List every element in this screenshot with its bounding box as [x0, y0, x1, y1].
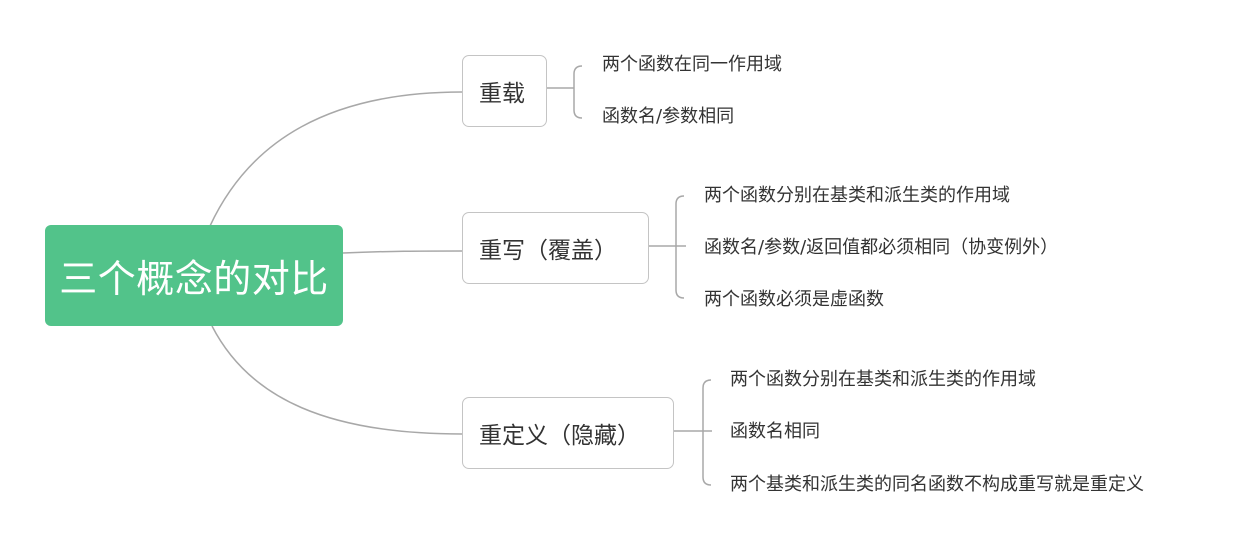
- branch-redefine[interactable]: 重定义（隐藏）: [462, 397, 674, 469]
- leaf-override-2: 函数名/参数/返回值都必须相同（协变例外）: [704, 237, 1059, 258]
- branch-overload-label: 重载: [479, 81, 525, 107]
- connector-root-to-redefine: [211, 325, 463, 435]
- leaf-override-3: 两个函数必须是虚函数: [704, 289, 884, 310]
- leaf-redefine-2: 函数名相同: [730, 421, 820, 442]
- connector-root-to-override: [342, 250, 463, 254]
- leaf-redefine-1: 两个函数分别在基类和派生类的作用域: [730, 369, 1036, 390]
- branch-override-label: 重写（覆盖）: [479, 238, 617, 264]
- branch-overload[interactable]: 重载: [462, 55, 547, 127]
- root-label: 三个概念的对比: [59, 257, 329, 301]
- connector-root-to-overload: [209, 91, 463, 227]
- branch-override[interactable]: 重写（覆盖）: [462, 212, 649, 284]
- leaf-redefine-3: 两个基类和派生类的同名函数不构成重写就是重定义: [730, 474, 1144, 495]
- leaf-overload-2: 函数名/参数相同: [602, 106, 735, 127]
- bracket-overload: [546, 65, 583, 119]
- leaf-overload-1: 两个函数在同一作用域: [602, 54, 782, 75]
- branch-redefine-label: 重定义（隐藏）: [479, 423, 640, 449]
- root-node[interactable]: 三个概念的对比: [45, 225, 343, 326]
- bracket-override: [648, 195, 686, 299]
- bracket-redefine: [673, 379, 712, 486]
- leaf-override-1: 两个函数分别在基类和派生类的作用域: [704, 185, 1010, 206]
